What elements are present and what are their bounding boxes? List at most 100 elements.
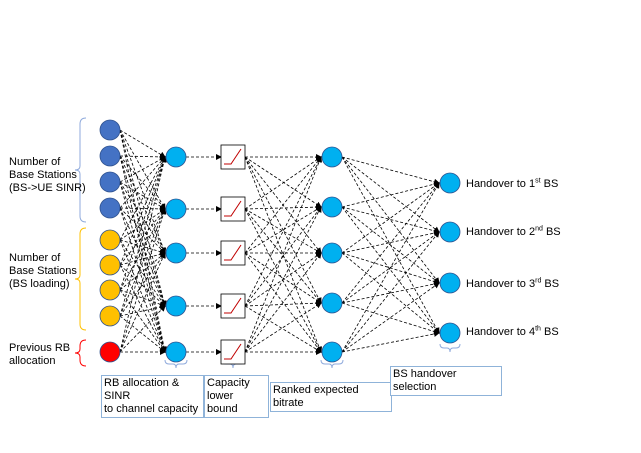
edge-in5-h12: [119, 251, 166, 266]
edge-h24-out1: [341, 231, 440, 353]
input-bracket: [74, 227, 87, 331]
edge-act1-h20: [244, 156, 322, 210]
output-label-1: Handover to 1st BS: [466, 177, 559, 190]
output-node: [439, 272, 461, 294]
edge-in0-h10: [119, 129, 166, 158]
activation-curve: [224, 297, 242, 314]
edge-act1-h21: [244, 204, 322, 211]
edge-in4-h11: [119, 208, 166, 241]
edge-in1-h10: [119, 153, 166, 160]
output-node: [439, 221, 461, 243]
edge-act2-h20: [244, 156, 322, 254]
activation-box: [220, 339, 246, 365]
input-label-sinr: Number of Base Stations (BS->UE SINR): [9, 156, 86, 194]
edge-h21-out2: [341, 206, 440, 284]
edge-h22-out1: [341, 230, 440, 254]
edge-h24-out0: [341, 182, 440, 353]
activation-box: [220, 240, 246, 266]
input-node: [99, 229, 121, 251]
edge-act3-h21: [244, 206, 322, 307]
input-label-loading: Number of Base Stations (BS loading): [9, 252, 77, 290]
edge-in2-h14: [119, 181, 167, 353]
output-node: [439, 322, 461, 344]
hidden-node-1: [165, 295, 187, 317]
edge-in4-h14: [119, 239, 166, 353]
input-node: [99, 145, 121, 167]
activation-curve: [224, 343, 242, 360]
stage-label-capacity-bound: Capacity lower bound: [204, 375, 269, 418]
edge-in7-h10: [119, 156, 167, 317]
activation-curve: [224, 244, 242, 261]
stage-label-ranked-bitrate: Ranked expected bitrate: [270, 382, 392, 412]
edge-h22-out3: [341, 252, 440, 334]
edge-act3-h23: [244, 300, 322, 307]
hidden-node-1: [165, 146, 187, 168]
edge-act4-h22: [244, 252, 322, 353]
edge-in3-h13: [119, 207, 166, 307]
activation-box: [220, 144, 246, 170]
edge-h21-out1: [341, 206, 440, 234]
edge-h21-out3: [341, 206, 440, 334]
stage-label-rb-allocation: RB allocation & SINR to channel capacity: [101, 375, 204, 418]
edge-act3-h24: [244, 305, 322, 353]
hidden-node-1: [165, 341, 187, 363]
edge-in4-h12: [119, 239, 166, 255]
edge-in7-h12: [119, 252, 166, 317]
edge-in8-h13: [119, 305, 166, 353]
edge-in4-h13: [119, 239, 166, 307]
activation-curve: [224, 200, 242, 217]
brackets: [74, 117, 461, 369]
edge-in0-h12: [119, 129, 167, 254]
output-label-4: Handover to 4th BS: [466, 325, 559, 338]
input-node: [99, 197, 121, 219]
hidden-node-2: [321, 292, 343, 314]
edge-in3-h10: [119, 156, 166, 209]
input-bracket: [74, 339, 87, 367]
hidden-node-2: [321, 146, 343, 168]
edge-in8-h10: [119, 156, 167, 353]
stage-bracket: [439, 343, 461, 353]
edge-in6-h13: [119, 289, 166, 308]
connections: [119, 129, 440, 355]
input-label-prev-rb: Previous RB allocation: [9, 342, 71, 367]
edge-in7-h13: [119, 304, 166, 317]
edge-act2-h23: [244, 252, 322, 304]
edge-in5-h10: [119, 156, 166, 266]
edge-in6-h10: [119, 156, 167, 291]
edge-in6-h14: [119, 289, 166, 353]
edge-in5-h13: [119, 264, 166, 307]
activation-box: [220, 293, 246, 319]
input-node: [99, 341, 121, 363]
edge-in1-h12: [119, 155, 166, 254]
output-label-3: Handover to 3rd BS: [466, 277, 560, 290]
activation-box: [220, 196, 246, 222]
edge-h20-out0: [341, 156, 440, 185]
hidden-node-1: [165, 242, 187, 264]
edge-act4-h21: [244, 206, 322, 353]
edge-act1-h22: [244, 208, 322, 254]
input-node: [99, 171, 121, 193]
edge-in3-h11: [119, 205, 166, 212]
hidden-node-2: [321, 242, 343, 264]
hidden-node-1: [165, 198, 187, 220]
nodes: [99, 119, 461, 365]
edge-in4-h10: [119, 156, 166, 241]
edge-h20-out2: [341, 156, 440, 284]
edge-in7-h11: [119, 208, 166, 317]
edge-in2-h13: [119, 181, 167, 307]
activation-curve: [224, 148, 242, 165]
input-node: [99, 305, 121, 327]
input-bracket: [74, 117, 87, 223]
edge-in1-h11: [119, 155, 166, 210]
edge-in3-h12: [119, 207, 166, 254]
input-node: [99, 279, 121, 301]
hidden-node-2: [321, 341, 343, 363]
edge-in6-h11: [119, 208, 166, 291]
hidden-node-2: [321, 196, 343, 218]
edge-h24-out2: [341, 282, 440, 353]
edge-h23-out3: [341, 302, 440, 335]
edge-h23-out0: [341, 182, 440, 304]
edge-in6-h12: [119, 252, 166, 291]
stage-label-bs-handover: BS handover selection: [390, 366, 502, 396]
